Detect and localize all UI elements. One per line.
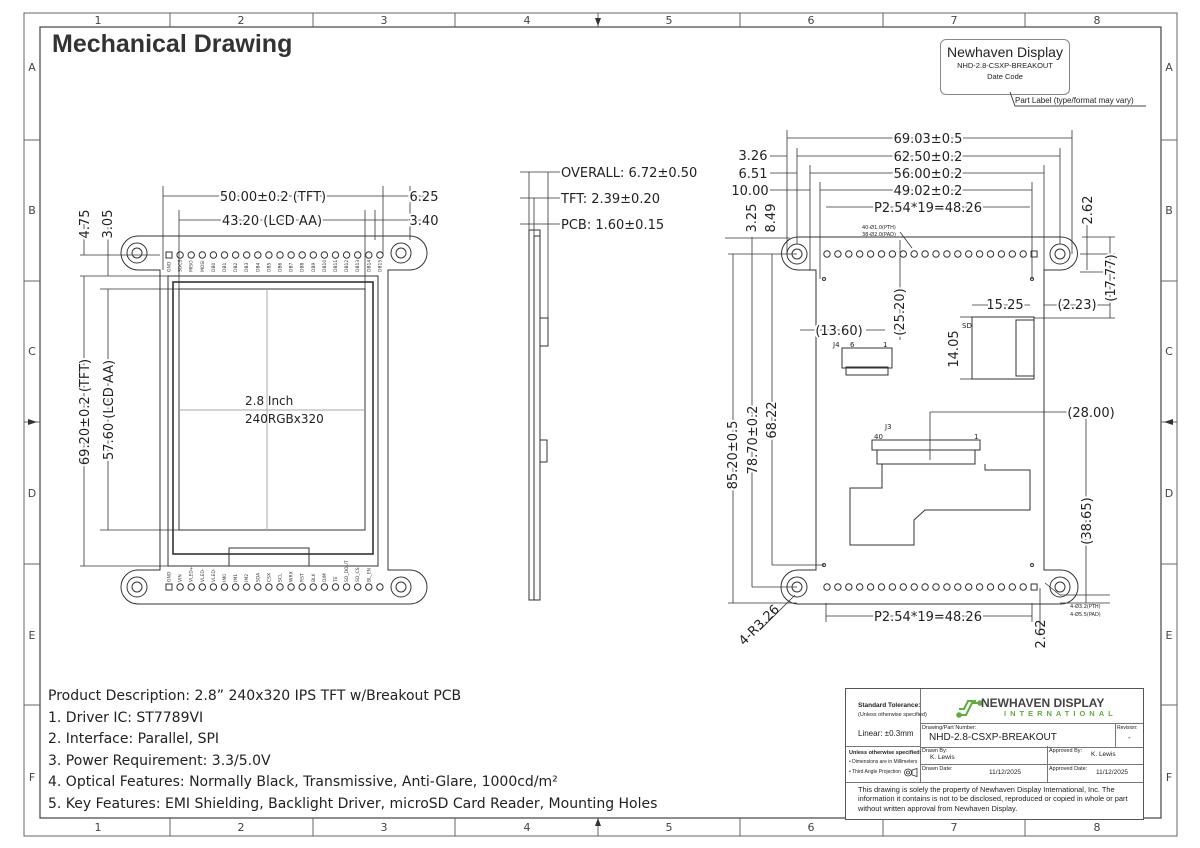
approved-date-value: 11/12/2025 [1096,769,1129,776]
column-label: 4 [524,821,531,834]
description-line: 4. Optical Features: Normally Black, Tra… [48,774,558,790]
column-label: 3 [381,14,388,27]
description-line: 1. Driver IC: ST7789VI [48,709,204,726]
approved-date-label: Approved Date: [1049,766,1088,772]
row-label: C [1165,345,1173,358]
row-label: D [1165,487,1173,500]
column-label: 1 [95,14,102,27]
part-label-note: Part Label (type/format may vary) [1015,96,1134,105]
row-label: E [29,629,36,642]
description-line: 3. Power Requirement: 3.3/5.0V [48,752,271,769]
row-label: B [28,204,36,217]
drawn-date-value: 11/12/2025 [989,769,1022,776]
third-angle-note: • Third Angle Projection [849,769,901,775]
column-label: 7 [951,821,958,834]
product-description: Product Description: 2.8” 240x320 IPS TF… [48,686,657,815]
row-label: E [1166,629,1173,642]
drawn-date-label: Drawn Date: [922,766,953,772]
third-angle-projection-icon [904,768,918,777]
column-label: 3 [381,821,388,834]
column-label: 8 [1094,821,1101,834]
column-label: 2 [238,14,245,27]
approved-by-label: Approved By: [1049,748,1083,754]
dimensions-note: • Dimensions are in Millimeters [849,759,918,765]
row-label: D [28,487,36,500]
column-label: 6 [808,14,815,27]
column-label: 6 [808,821,815,834]
column-label: 4 [524,14,531,27]
drawn-by-label: Drawn By: [922,748,948,754]
part-label-number: NHD-2.8-CSXP-BREAKOUT [957,61,1053,70]
column-label: 1 [95,821,102,834]
drawn-by-value: K. Lewis [930,754,955,761]
row-label: C [28,345,36,358]
description-line: Product Description: 2.8” 240x320 IPS TF… [48,688,462,704]
row-label: F [29,771,35,784]
page-title: Mechanical Drawing [52,30,293,58]
linear-tolerance: Linear: ±0.3mm [858,729,914,738]
logo-subtitle-text: INTERNATIONAL [1004,709,1117,718]
part-label-leader [1009,92,1146,107]
revision-label: Revision: [1117,725,1138,731]
description-line: 5. Key Features: EMI Shielding, Backligh… [48,795,658,812]
column-label: 2 [238,821,245,834]
logo-brand-text: NEWHAVEN DISPLAY [981,696,1105,710]
row-label: A [1165,61,1173,74]
part-label-box: Newhaven Display NHD-2.8-CSXP-BREAKOUT D… [940,39,1070,95]
approved-by-value: K. Lewis [1091,751,1116,758]
column-label: 5 [666,14,673,27]
std-tolerance-label: Standard Tolerance: [858,702,921,709]
part-number-label: Drawing/Part Number: [922,725,977,731]
column-label: 7 [951,14,958,27]
column-label: 5 [666,821,673,834]
part-label-date-code: Date Code [987,72,1023,81]
row-label: F [1166,771,1172,784]
part-number-value: NHD-2.8-CSXP-BREAKOUT [929,732,1057,743]
row-label: A [28,61,36,74]
unless-specified-label: Unless otherwise specified: [849,750,922,756]
revision-value: - [1128,733,1131,742]
confidential-notice: This drawing is solely the property of N… [858,785,1128,813]
title-block: Standard Tolerance: (Unless otherwise sp… [845,688,1144,820]
row-label: B [1165,204,1173,217]
std-tolerance-note: (Unless otherwise specified) [858,712,927,718]
column-label: 8 [1094,14,1101,27]
newhaven-logo-icon [956,700,982,718]
part-label-brand: Newhaven Display [947,44,1063,60]
description-line: 2. Interface: Parallel, SPI [48,731,220,747]
